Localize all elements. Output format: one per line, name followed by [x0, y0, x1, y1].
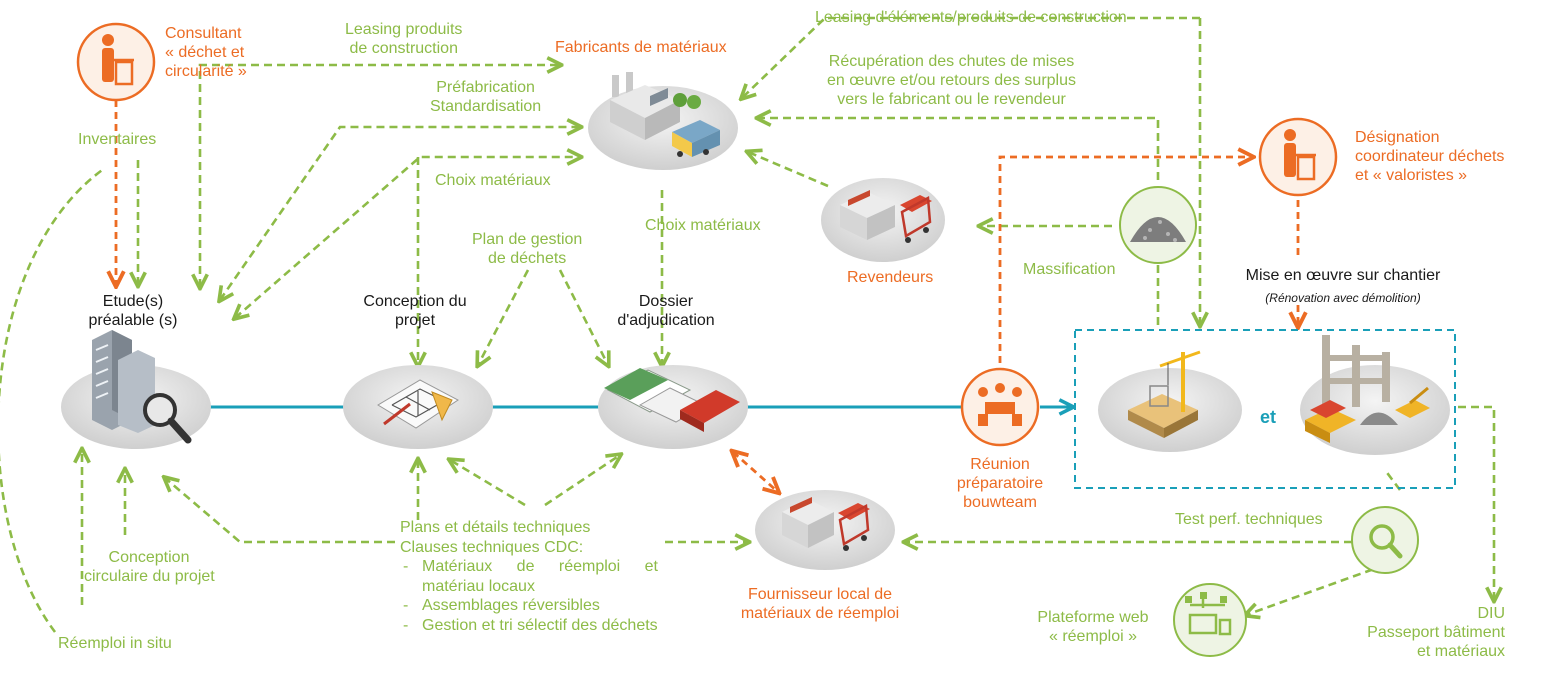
flow-waste-plan-right — [558, 269, 608, 365]
blueprint-icon — [377, 379, 459, 429]
recovery-label: Récupération des chutes de mises en œuvr… — [827, 53, 1077, 108]
consultant-label: Consultant « déchet et circularité » — [165, 25, 247, 80]
specs-headline-2: Clauses techniques CDC: — [400, 538, 584, 556]
technical-specs: Plans et détails techniques Clauses tech… — [400, 518, 658, 635]
circular-design-label: Conception circulaire du projet — [84, 549, 215, 585]
worksite-subtitle: (Rénovation avec démolition) — [1265, 291, 1421, 305]
leasing-products-label: Leasing produits de construction — [345, 21, 463, 57]
flow-meeting-coordinator — [998, 157, 1252, 375]
web-platform-icon — [1173, 583, 1247, 657]
discs — [61, 86, 1450, 570]
flow-materials-left — [235, 157, 580, 318]
demolition-site-icon — [1305, 335, 1430, 443]
prefab-label: Préfabrication Standardisation — [430, 79, 542, 115]
coordinator-person-icon — [1258, 117, 1338, 197]
perf-tests-label: Test perf. techniques — [1175, 511, 1323, 528]
flow-tender-supplier — [733, 452, 778, 492]
specs-headline-1: Plans et détails techniques — [400, 519, 591, 536]
meeting-label: Réunion préparatoire bouwteam — [956, 456, 1044, 511]
massification-label: Massification — [1023, 261, 1116, 278]
tests-magnifier-icon — [1351, 506, 1419, 574]
flow-specs-tender — [544, 455, 620, 507]
shop-cart-icon — [840, 190, 932, 243]
in-situ-reuse-label: Réemploi in situ — [58, 635, 172, 652]
flow-resellers-to-mfr — [748, 152, 829, 188]
materials-choice-left-label: Choix matériaux — [435, 172, 551, 189]
tender-label: Dossier d'adjudication — [617, 293, 715, 329]
flow-diu — [1458, 405, 1494, 600]
magnifier-icon — [143, 393, 192, 444]
coordinator-label: Désignation coordinateur déchets et « va… — [1355, 129, 1505, 184]
waste-plan-label: Plan de gestion de déchets — [472, 231, 583, 267]
worksite-title: Mise en œuvre sur chantier — [1245, 267, 1441, 284]
flow-leasing-products — [200, 65, 560, 287]
green-flows — [0, 16, 1494, 633]
resellers-label: Revendeurs — [847, 269, 934, 286]
flow-waste-plan — [478, 269, 530, 365]
local-supplier-label: Fournisseur local de matériaux de réempl… — [740, 586, 900, 622]
flow-tests-up — [1383, 469, 1402, 491]
meeting-table-icon — [960, 367, 1040, 447]
web-platform-label: Plateforme web « réemploi » — [1037, 609, 1149, 645]
documents-icon — [604, 368, 740, 432]
factory-icon — [610, 72, 720, 157]
flow-leasing-elements — [742, 16, 1200, 98]
rubble-pile-icon — [1119, 186, 1197, 264]
orange-flows — [116, 100, 1298, 492]
specs-item: Gestion et tri sélectif des déchets — [400, 616, 658, 636]
manufacturers-label: Fabricants de matériaux — [555, 39, 727, 56]
flow-specs-left — [165, 478, 395, 544]
study-label: Etude(s) préalable (s) — [88, 293, 178, 329]
diu-label: DIU Passeport bâtiment et matériaux — [1367, 605, 1505, 660]
inventories-label: Inventaires — [78, 131, 157, 148]
materials-choice-center-label: Choix matériaux — [645, 217, 761, 234]
shop-cart-icon-2 — [782, 497, 870, 551]
design-label: Conception du projet — [363, 293, 467, 329]
worksite-and-label: et — [1260, 407, 1277, 427]
specs-item: Assemblages réversibles — [400, 596, 658, 616]
demolition-disc — [1300, 365, 1450, 455]
flow-recovery — [758, 118, 1160, 180]
specs-item: Matériaux de réemploi et matériau locaux — [400, 557, 658, 596]
worksite-box — [1074, 329, 1456, 489]
office-building-icon — [92, 330, 155, 433]
leasing-elements-label: Leasing d'éléments/produits de construct… — [815, 9, 1127, 26]
consultant-person-icon — [76, 22, 156, 102]
flow-tests-platform — [1246, 563, 1386, 615]
flow-specs-design — [450, 460, 526, 507]
construction-crane-icon — [1128, 350, 1201, 438]
